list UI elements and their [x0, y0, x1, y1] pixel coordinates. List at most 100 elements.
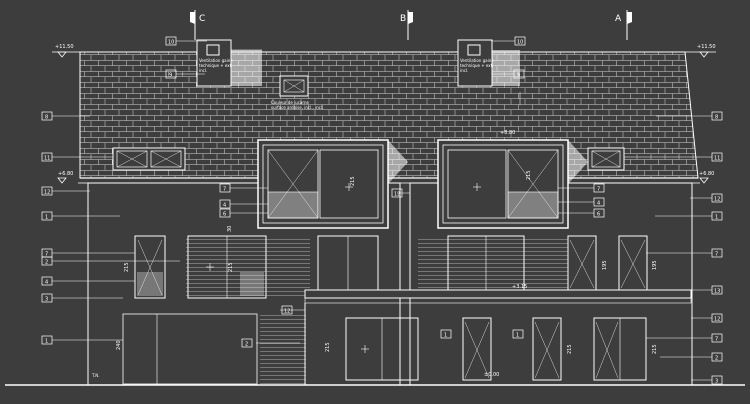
svg-text:7: 7: [715, 252, 718, 258]
svg-text:10: 10: [168, 40, 174, 46]
svg-text:2: 2: [715, 356, 718, 362]
svg-text:7: 7: [45, 252, 48, 258]
section-letter-b: B: [400, 14, 406, 24]
tag-1-left-ground: 1: [41, 335, 53, 345]
dormer-right: +8.80: [437, 130, 588, 229]
tag-3-left: 3: [41, 293, 53, 303]
ground-line: T.N. ±0.00: [5, 372, 745, 386]
svg-text:215: 215: [124, 262, 130, 272]
svg-text:7: 7: [715, 337, 718, 343]
tag-1-left: 1: [41, 211, 53, 221]
tag-10-right: 10: [514, 36, 526, 46]
dormer-left: 215: [257, 139, 408, 229]
tag-11-left: 11: [41, 152, 53, 162]
svg-text:6: 6: [223, 212, 226, 218]
roof-window: Couleur de lucarne surface ardoise, incl…: [271, 75, 323, 110]
tag-8-left: 8: [41, 111, 53, 121]
svg-text:1: 1: [444, 333, 447, 339]
svg-text:surface ardoise, incl., incl.: surface ardoise, incl., incl.: [271, 105, 323, 110]
tag-13-right: 13: [711, 285, 723, 295]
svg-text:4: 4: [597, 201, 600, 207]
svg-text:+8.80: +8.80: [500, 130, 515, 136]
svg-text:11: 11: [714, 156, 720, 162]
tag-2-left: 2: [41, 256, 53, 266]
svg-text:6: 6: [597, 212, 600, 218]
facade-walls: [87, 182, 693, 386]
svg-text:195: 195: [602, 260, 608, 270]
svg-text:technique + ext.: technique + ext.: [199, 63, 232, 68]
section-letter-c: C: [199, 14, 205, 24]
level-roof-right: +11.50: [685, 44, 716, 58]
svg-text:9: 9: [169, 73, 172, 79]
callout-tags: 10 9 10 9 8 11 12 1 7 2 4 3 1 7 4 6 12 7…: [41, 36, 723, 385]
svg-text:3: 3: [715, 379, 718, 385]
svg-text:3: 3: [45, 297, 48, 303]
section-marker-c: C: [190, 10, 205, 40]
terrace-balcony: +3.15: [304, 284, 692, 385]
ground-floor: 240 215 215 215: [116, 313, 658, 385]
tag-7-right-ground: 7: [711, 333, 723, 343]
tag-8-right: 8: [711, 111, 723, 121]
tag-1-ground-b: 1: [512, 329, 524, 339]
svg-text:215: 215: [325, 342, 331, 352]
svg-text:8: 8: [45, 115, 48, 121]
level-eave-right: +6.80: [699, 171, 714, 184]
tag-7-dormer-right: 7: [593, 183, 605, 193]
svg-text:7: 7: [223, 187, 226, 193]
tag-6-dormer-right: 6: [593, 208, 605, 218]
svg-text:1: 1: [45, 215, 48, 221]
svg-text:215: 215: [652, 344, 658, 354]
tag-4-left: 4: [41, 276, 53, 286]
level-eave-left: +6.80: [57, 171, 73, 184]
svg-text:8: 8: [715, 115, 718, 121]
tag-1-ground-a: 1: [440, 329, 452, 339]
section-letter-a: A: [615, 14, 622, 24]
tag-2-ground: 2: [241, 338, 253, 348]
tag-4-dormer-left: 4: [219, 199, 231, 209]
svg-text:195: 195: [652, 260, 658, 270]
tag-12-center: 12: [391, 188, 403, 198]
svg-text:215: 215: [228, 262, 234, 272]
svg-text:30: 30: [227, 226, 233, 232]
svg-text:12: 12: [284, 309, 290, 315]
svg-text:9: 9: [517, 73, 520, 79]
tag-4-dormer-right: 4: [593, 197, 605, 207]
tag-3-right: 3: [711, 375, 723, 385]
svg-text:2: 2: [45, 260, 48, 266]
tag-12-right: 12: [711, 193, 723, 203]
svg-text:+11.50: +11.50: [697, 44, 716, 50]
svg-text:4: 4: [223, 203, 226, 209]
tag-7-left: 7: [41, 248, 53, 258]
tag-12-terrace: 12: [281, 305, 293, 315]
tag-7-dormer-left: 7: [219, 183, 231, 193]
svg-text:1: 1: [516, 333, 519, 339]
chimney-right: Ventilation gaine technique + ext. incl.: [457, 39, 520, 87]
svg-text:Couleur de lucarne: Couleur de lucarne: [271, 100, 309, 105]
tag-9-left: 9: [165, 69, 177, 79]
svg-text:215: 215: [567, 344, 573, 354]
svg-text:+3.15: +3.15: [512, 284, 527, 290]
svg-text:T.N.: T.N.: [91, 373, 100, 378]
svg-text:+6.80: +6.80: [699, 171, 714, 177]
svg-text:11: 11: [44, 156, 50, 162]
tag-1-right: 1: [711, 211, 723, 221]
tag-9-right: 9: [513, 69, 525, 79]
svg-text:12: 12: [714, 317, 720, 323]
svg-text:12: 12: [394, 192, 400, 198]
svg-text:215: 215: [526, 170, 532, 180]
first-floor-windows: 215 195 195: [134, 235, 658, 299]
svg-text:incl.: incl.: [199, 68, 207, 73]
level-roof-left: +11.50: [52, 44, 80, 58]
svg-text:1: 1: [45, 339, 48, 345]
svg-text:incl.: incl.: [460, 68, 468, 73]
svg-text:2: 2: [245, 342, 248, 348]
tag-2-right: 2: [711, 352, 723, 362]
chimney-left: Ventilation gaine technique + ext. incl.: [196, 39, 262, 87]
svg-text:4: 4: [45, 280, 48, 286]
svg-text:12: 12: [44, 190, 50, 196]
svg-text:technique + ext.: technique + ext.: [460, 63, 493, 68]
svg-text:12: 12: [714, 197, 720, 203]
svg-text:215: 215: [350, 176, 356, 186]
